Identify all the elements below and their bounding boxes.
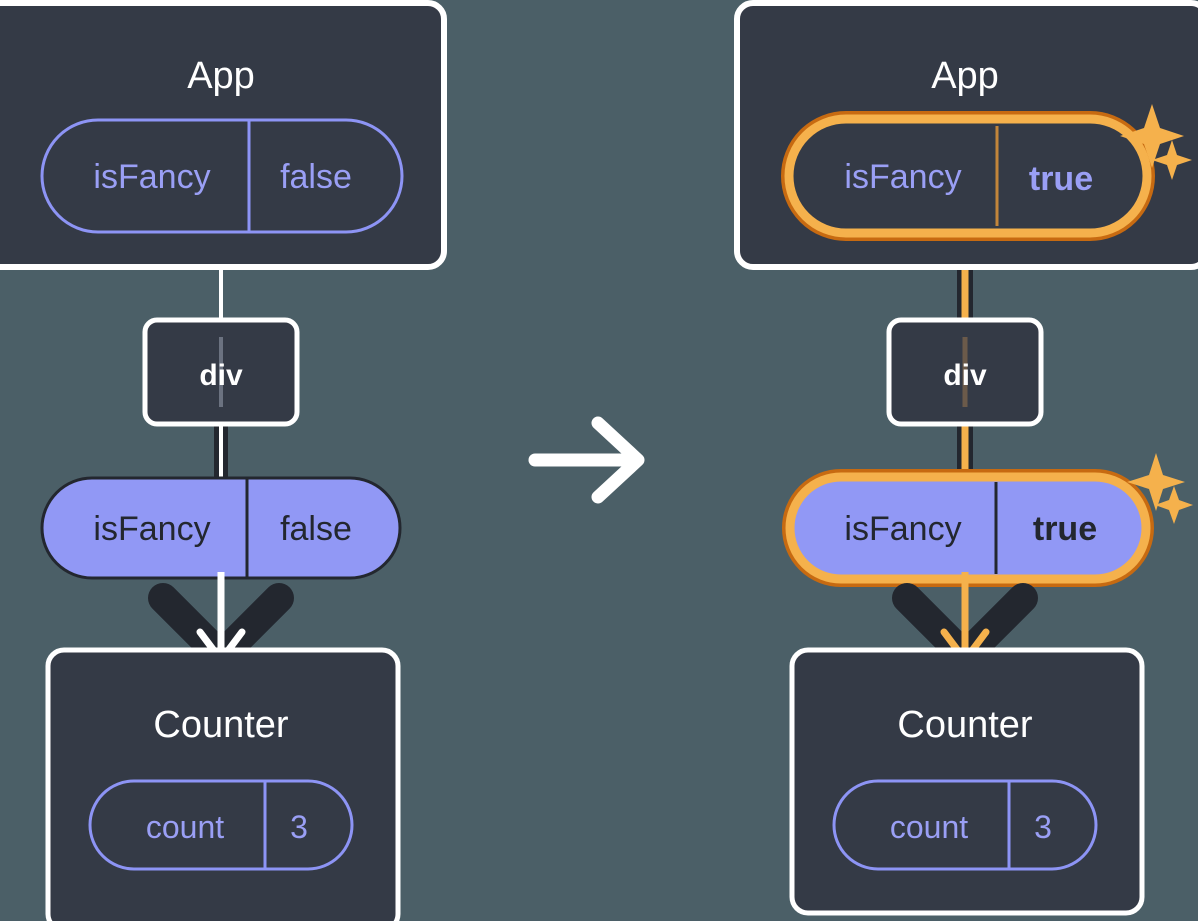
pill-highlight-inner — [784, 114, 1152, 238]
panel-before: App isFancy false div isFancy false — [0, 0, 447, 921]
sparkle-small-icon — [1155, 486, 1193, 524]
counter-title-before: Counter — [153, 704, 289, 746]
sparkle-large-icon — [1127, 453, 1185, 511]
counter-title-after: Counter — [897, 704, 1033, 746]
prop-pill-before: isFancy false — [40, 476, 402, 580]
div-node-before: div — [142, 317, 300, 427]
app-prop-value-after: true — [1029, 160, 1093, 198]
counter-state-name-before: count — [146, 809, 224, 845]
counter-box — [45, 647, 401, 921]
prop-name-after: isFancy — [844, 510, 961, 548]
app-prop-value-before: false — [280, 158, 352, 196]
counter-state-pill — [88, 779, 354, 871]
counter-node-before: Counter count 3 — [45, 647, 401, 921]
prop-pill-after: isFancy true — [782, 469, 1154, 587]
prop-name-before: isFancy — [93, 510, 210, 548]
app-title-after: App — [931, 55, 999, 97]
counter-state-value-after: 3 — [1034, 809, 1052, 845]
app-title-before: App — [187, 55, 255, 97]
counter-state-name-after: count — [890, 809, 968, 845]
app-box-before — [0, 0, 447, 270]
prop-value-after: true — [1033, 510, 1097, 548]
panel-after: App isFancy true div isFancy true — [734, 0, 1198, 916]
counter-state-value-before: 3 — [290, 809, 308, 845]
arrow-right-icon-head — [591, 416, 645, 504]
app-prop-pill-after: isFancy true — [781, 111, 1155, 241]
div-label-after: div — [943, 359, 987, 392]
app-prop-name-before: isFancy — [93, 158, 210, 196]
transition-arrow — [528, 416, 645, 504]
sparkle-group-pill-after — [1127, 453, 1193, 524]
counter-state-pill — [832, 779, 1098, 871]
sparkle-group-app-after — [1120, 104, 1192, 180]
prop-value-before: false — [280, 510, 352, 548]
app-prop-pill-before: isFancy false — [40, 118, 404, 234]
div-label-before: div — [199, 359, 243, 392]
pill-outline — [40, 118, 404, 234]
sparkle-large-icon — [1120, 104, 1184, 168]
div-node-after: div — [886, 317, 1044, 427]
counter-node-after: Counter count 3 — [789, 647, 1145, 916]
sparkle-small-icon — [1152, 140, 1192, 180]
app-prop-name-after: isFancy — [844, 158, 961, 196]
